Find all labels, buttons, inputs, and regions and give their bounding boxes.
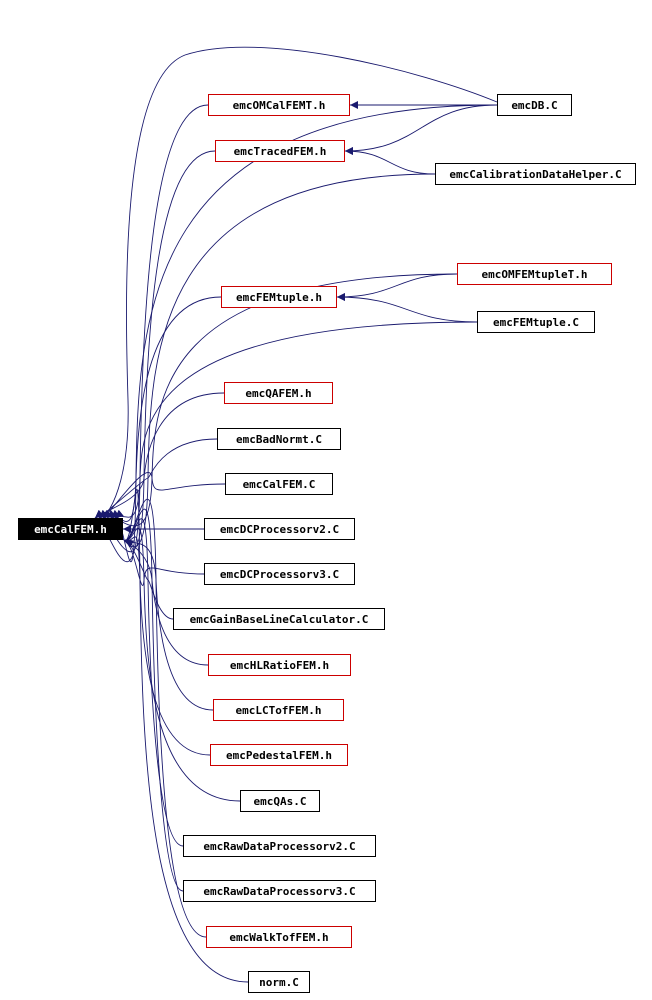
edge-arc-emcDB-to-root: [102, 46, 498, 519]
edge-emcFEMtuple_C-to-emcCalFEM_h: [114, 321, 478, 519]
node-emc-gain-base-line-calculator-c[interactable]: emcGainBaseLineCalculator.C: [173, 608, 385, 630]
node-emc-femtuple-c[interactable]: emcFEMtuple.C: [477, 311, 595, 333]
edge-emcQAFEM_h-to-emcCalFEM_h: [94, 392, 225, 519]
edge-emcTracedFEM_h-to-emcCalFEM_h: [98, 150, 216, 553]
node-emc-walk-tof-fem-h[interactable]: emcWalkTofFEM.h: [206, 926, 352, 948]
edge-emcRawDataProcessorv2_C-to-emcCalFEM_h: [124, 518, 184, 847]
node-emc-pedestal-fem-h[interactable]: emcPedestalFEM.h: [210, 744, 348, 766]
edge-emcOMFEMtupleT_h-to-emcFEMtuple_h: [336, 273, 458, 301]
node-emc-raw-data-processorv2-c[interactable]: emcRawDataProcessorv2.C: [183, 835, 376, 857]
node-emc-db-c[interactable]: emcDB.C: [497, 94, 572, 116]
node-emc-qa-fem-h[interactable]: emcQAFEM.h: [224, 382, 333, 404]
edge-emcCalFEM_C-to-emcCalFEM_h: [102, 471, 226, 519]
node-emc-om-femtuple-t-h[interactable]: emcOMFEMtupleT.h: [457, 263, 612, 285]
edge-norm_C-to-emcCalFEM_h: [124, 489, 249, 983]
node-emc-dc-processorv3-c[interactable]: emcDCProcessorv3.C: [204, 563, 355, 585]
node-emc-qas-c[interactable]: emcQAs.C: [240, 790, 320, 812]
edge-emcWalkTofFEM_h-to-emcCalFEM_h: [124, 498, 207, 938]
node-emc-dc-processorv2-c[interactable]: emcDCProcessorv2.C: [204, 518, 355, 540]
edge-emcOMCalFEMT_h-to-emcCalFEM_h: [94, 104, 209, 563]
node-emc-hl-ratio-fem-h[interactable]: emcHLRatioFEM.h: [208, 654, 351, 676]
node-norm-c[interactable]: norm.C: [248, 971, 310, 993]
edge-emcFEMtuple_C-to-emcFEMtuple_h: [336, 293, 478, 323]
node-emc-bad-normt-c[interactable]: emcBadNormt.C: [217, 428, 341, 450]
node-emc-lc-tof-fem-h[interactable]: emcLCTofFEM.h: [213, 699, 344, 721]
node-emc-cal-fem-h[interactable]: emcCalFEM.h: [18, 518, 123, 540]
edge-emcDB_C-to-emcTracedFEM_h: [344, 104, 498, 155]
edge-emcHLRatioFEM_h-to-emcCalFEM_h: [124, 539, 209, 666]
edge-emcCalibrationDataHelper_C-to-emcTracedFEM_h: [344, 147, 436, 175]
edge-emcDCProcessorv3_C-to-emcCalFEM_h: [124, 539, 205, 586]
edge-emcQAs_C-to-emcCalFEM_h: [124, 527, 241, 802]
node-emc-raw-data-processorv3-c[interactable]: emcRawDataProcessorv3.C: [183, 880, 376, 902]
node-emc-femtuple-h[interactable]: emcFEMtuple.h: [221, 286, 337, 308]
edge-emcRawDataProcessorv3_C-to-emcCalFEM_h: [124, 508, 184, 892]
node-emc-traced-fem-h[interactable]: emcTracedFEM.h: [215, 140, 345, 162]
node-emc-calibration-data-helper-c[interactable]: emcCalibrationDataHelper.C: [435, 163, 636, 185]
node-emc-cal-fem-c[interactable]: emcCalFEM.C: [225, 473, 333, 495]
edge-emcFEMtuple_h-to-emcCalFEM_h: [110, 296, 222, 522]
node-emc-om-cal-femt-h[interactable]: emcOMCalFEMT.h: [208, 94, 350, 116]
edge-emcPedestalFEM_h-to-emcCalFEM_h: [124, 536, 211, 756]
